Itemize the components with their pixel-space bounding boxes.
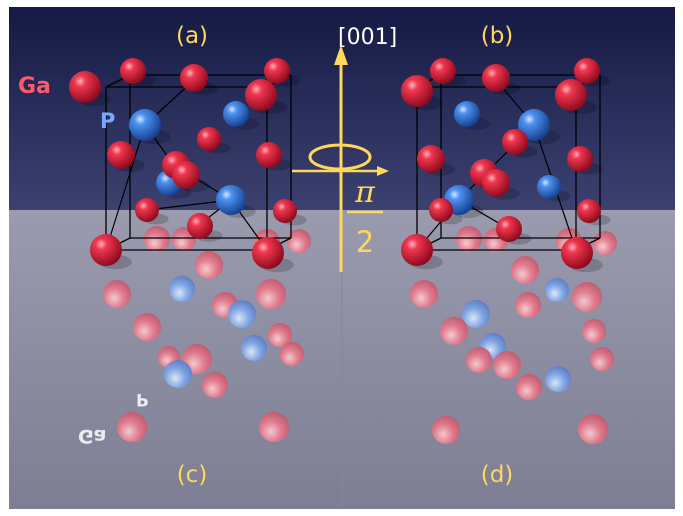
ga-atom xyxy=(197,127,221,151)
rotation-arrowhead xyxy=(377,166,389,176)
ga-atom xyxy=(482,169,510,197)
rotation-angle-numerator: π xyxy=(354,175,376,210)
axis-direction-label: [001] xyxy=(338,25,397,50)
ga-atom-reflection xyxy=(259,412,289,442)
ga-atom-reflection xyxy=(280,342,304,366)
ga-atom-reflection xyxy=(516,374,542,400)
ga-atom xyxy=(429,198,453,222)
ga-atom xyxy=(69,71,101,103)
p-label-reflected: P xyxy=(136,389,148,409)
ga-atom-reflection xyxy=(572,282,602,312)
p-atom xyxy=(216,185,246,215)
p-atom-reflection xyxy=(545,366,571,392)
ga-atom-reflection xyxy=(578,414,608,444)
reflection-atoms xyxy=(103,226,617,444)
ga-atom xyxy=(107,141,135,169)
ga-atom-reflection xyxy=(456,226,482,252)
ga-atom xyxy=(180,64,208,92)
ga-atom xyxy=(135,198,159,222)
ga-atom xyxy=(264,58,290,84)
p-atom-reflection xyxy=(545,278,569,302)
ga-atom xyxy=(561,237,593,269)
rotation-angle-denominator: 2 xyxy=(356,225,374,259)
ga-atom-reflection xyxy=(590,347,614,371)
ga-atom xyxy=(502,129,528,155)
ga-atom-reflection xyxy=(410,280,438,308)
ga-atom xyxy=(567,146,593,172)
ga-atom xyxy=(273,199,297,223)
ga-atom-reflection xyxy=(466,347,492,373)
crystal-rotation-figure: (a) (b) (c) (d) Ga P Ga P [001] π 2 xyxy=(9,7,675,509)
p-atom xyxy=(537,175,561,199)
ga-atom-reflection xyxy=(582,319,606,343)
rotation-ellipse xyxy=(308,143,372,171)
ga-label-reflected: Ga xyxy=(78,425,106,447)
ga-atom-reflection xyxy=(593,231,617,255)
p-atom-reflection xyxy=(164,360,192,388)
ga-atom-reflection xyxy=(287,229,311,253)
ga-atom xyxy=(482,64,510,92)
ga-atom-reflection xyxy=(511,256,539,284)
panel-label-c: (c) xyxy=(177,462,208,488)
ga-atom xyxy=(120,58,146,84)
p-atom xyxy=(129,109,161,141)
ga-atom xyxy=(430,58,456,84)
ga-atom xyxy=(90,234,122,266)
p-atom xyxy=(518,109,550,141)
p-atom-reflection xyxy=(241,335,267,361)
ga-label: Ga xyxy=(18,74,51,99)
ga-atom xyxy=(401,75,433,107)
ga-atom-reflection xyxy=(493,351,521,379)
rotation-axis xyxy=(292,45,389,272)
panel-label-a: (a) xyxy=(176,23,208,49)
ga-atom-reflection xyxy=(256,279,286,309)
ga-atom-reflection xyxy=(515,292,541,318)
p-atom-reflection xyxy=(228,300,256,328)
ga-atom xyxy=(574,58,600,84)
bond-line xyxy=(105,124,146,251)
p-atom xyxy=(454,101,480,127)
ga-atom xyxy=(187,213,213,239)
ga-atom-reflection xyxy=(202,372,228,398)
ga-atom-reflection xyxy=(268,323,292,347)
unit-cell-atoms xyxy=(69,58,611,273)
ga-atom xyxy=(252,237,284,269)
p-atom xyxy=(223,101,249,127)
axis-arrowhead xyxy=(334,45,348,65)
ga-atom xyxy=(496,216,522,242)
ga-atom-reflection xyxy=(440,317,468,345)
ga-atom xyxy=(401,234,433,266)
ga-atom xyxy=(172,161,200,189)
ga-atom xyxy=(555,79,587,111)
p-atom-reflection xyxy=(169,276,195,302)
panel-label-b: (b) xyxy=(481,23,514,49)
ga-atom xyxy=(245,79,277,111)
ga-atom xyxy=(417,145,445,173)
p-label: P xyxy=(100,109,115,133)
ga-atom xyxy=(577,199,601,223)
ga-atom-reflection xyxy=(144,226,170,252)
ga-atom xyxy=(256,142,282,168)
ga-atom-reflection xyxy=(103,280,131,308)
ga-atom-reflection xyxy=(117,412,147,442)
panel-label-d: (d) xyxy=(481,462,514,488)
p-atom-reflection xyxy=(462,300,490,328)
ga-atom-reflection xyxy=(133,313,161,341)
ga-atom-reflection xyxy=(432,416,460,444)
ga-atom-reflection xyxy=(195,251,223,279)
